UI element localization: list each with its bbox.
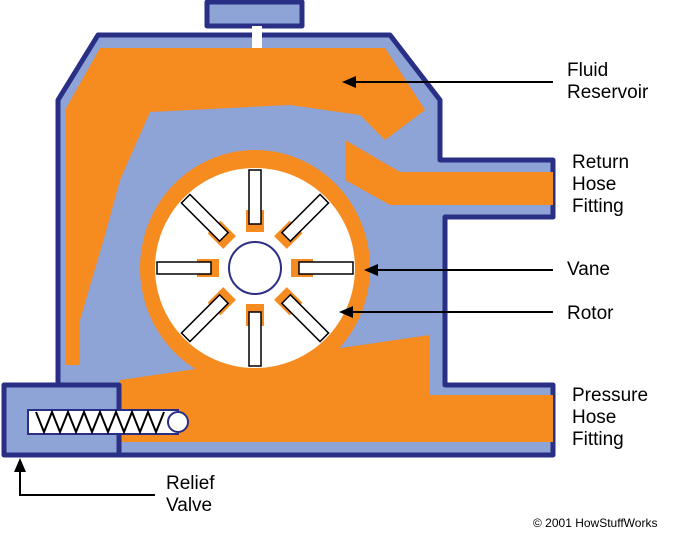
vane — [246, 304, 264, 367]
vane-rod — [298, 261, 354, 275]
vane-rod — [280, 193, 330, 243]
label-pressure-hose-fitting: Pressure Hose Fitting — [572, 385, 648, 451]
label-line: Relief — [166, 473, 215, 494]
vane — [274, 193, 330, 249]
arrowhead-fluid-reservoir — [342, 76, 356, 88]
arrowhead-vane — [364, 264, 378, 276]
label-line: Fitting — [572, 429, 624, 450]
leader-lines — [14, 76, 553, 496]
label-line: Fluid — [567, 60, 609, 81]
vane-rod — [248, 169, 262, 225]
label-relief-valve: Relief Valve — [166, 473, 215, 517]
vane — [246, 169, 264, 232]
vane-rod — [156, 261, 212, 275]
label-return-hose-fitting: Return Hose Fitting — [572, 152, 629, 218]
vane — [156, 259, 219, 277]
arrowhead-rotor — [339, 306, 353, 318]
leader-relief-valve — [19, 465, 155, 496]
pressure-passage — [120, 335, 553, 442]
arrowhead-relief-valve — [14, 458, 26, 472]
label-vane: Vane — [567, 259, 610, 281]
vane — [180, 193, 236, 249]
label-rotor: Rotor — [567, 303, 613, 325]
label-line: Pressure — [572, 385, 649, 406]
vane — [274, 287, 330, 343]
label-line: Reservoir — [567, 82, 649, 103]
vane-group — [156, 169, 354, 367]
label-line: Valve — [166, 495, 213, 516]
label-line: Return — [572, 152, 630, 173]
label-line: Vane — [567, 259, 610, 280]
vane-rod — [180, 193, 230, 243]
label-line: Fitting — [572, 196, 624, 217]
vane — [291, 259, 354, 277]
vane-rod — [280, 293, 330, 343]
return-passage — [345, 140, 553, 205]
label-line: Hose — [572, 174, 617, 195]
vane-rod — [248, 311, 262, 367]
relief-valve-spring — [35, 409, 165, 435]
fluid-reservoir-chamber — [65, 48, 425, 365]
copyright-notice: © 2001 HowStuffWorks — [533, 516, 658, 530]
label-fluid-reservoir: Fluid Reservoir — [567, 60, 648, 104]
filler-cap — [204, 0, 305, 29]
vane — [180, 287, 236, 343]
rotor-hub — [228, 241, 282, 295]
label-line: Rotor — [567, 303, 614, 324]
vane-rod — [180, 293, 230, 343]
label-line: Hose — [572, 407, 617, 428]
relief-valve-ball — [167, 411, 189, 433]
